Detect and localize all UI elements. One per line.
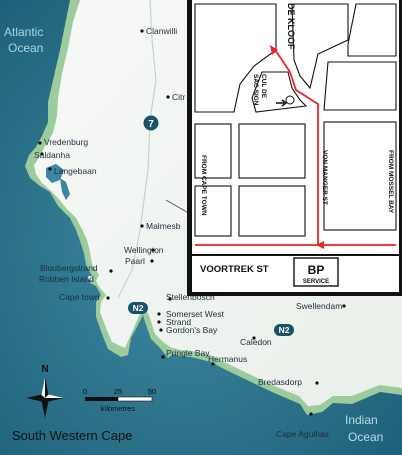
scale-tick-label: 25 — [114, 387, 122, 396]
bp-logo: BP — [308, 263, 325, 277]
town-label: Langebaan — [54, 166, 97, 176]
scale-unit-label: kilometres — [101, 404, 135, 413]
n2-route-shield-west: N2 — [128, 302, 148, 314]
langebaan-lagoon — [60, 178, 70, 200]
town-label: Saldanha — [34, 150, 70, 160]
von-manger-st-label: VON MANGER ST — [321, 150, 328, 205]
town-label: Strand — [166, 317, 191, 327]
indian-ocean-label-1: Indian — [345, 413, 378, 427]
n7-road — [117, 0, 157, 299]
indian-ocean-label-2: Ocean — [348, 430, 383, 444]
from-mossel-bay-label: FROM MOSSEL BAY — [387, 150, 394, 214]
robben-island — [87, 276, 93, 280]
scale-tick-label: 0 — [83, 387, 87, 396]
inset-blocks — [194, 3, 397, 237]
region-title: South Western Cape — [12, 428, 132, 443]
town-label: Bredasdorp — [258, 377, 302, 387]
atlantic-ocean-label-2: Ocean — [8, 41, 43, 55]
town-label: Somerset West — [166, 309, 225, 319]
town-label: Paarl — [125, 256, 145, 266]
town-label: Cape town — [59, 292, 100, 302]
town-label: Robben Island — [39, 274, 94, 284]
n2-shield-label-west: N2 — [133, 303, 144, 313]
town-label: Clanwilli — [146, 26, 177, 36]
compass-north-label: N — [41, 364, 48, 375]
town-label: Cape Agulhas — [276, 429, 329, 439]
town-label: Caledon — [240, 337, 272, 347]
town-dots — [38, 29, 346, 416]
town-label: Malmesb — [146, 221, 181, 231]
compass-rose-icon: N — [26, 364, 64, 418]
cul-de-sac-label-1: CUL DE — [260, 74, 267, 99]
from-cape-town-label: FROM CAPE TOWN — [200, 155, 207, 216]
scale-tick-label: 50 — [148, 387, 156, 396]
scale-bar: 0 25 50 kilometres — [83, 387, 156, 413]
bp-service-station: BP SERVICE — [293, 257, 339, 287]
atlantic-ocean-label-1: Atlantic — [4, 25, 43, 39]
cul-de-sac-circle — [285, 95, 295, 105]
cul-de-sac-label-2: SAC SIGN — [252, 74, 259, 106]
n7-route-shield: 7 — [143, 115, 159, 131]
town-label: Wellington — [124, 245, 164, 255]
inset-map: DE KLOOF CUL DE SAC SIGN FROM CAPE TOWN … — [187, 0, 402, 296]
town-label: Bloubergstrand — [40, 263, 98, 273]
town-label: Pringle Bay — [166, 348, 210, 358]
voortrek-st-label: VOORTREK ST — [200, 264, 269, 275]
n2-route-shield-east: N2 — [274, 324, 294, 336]
town-label: Swellendam — [296, 301, 342, 311]
sign-pointer-icon — [276, 99, 288, 107]
n7-shield-label: 7 — [148, 119, 154, 130]
n2-shield-label-east: N2 — [279, 325, 290, 335]
bp-service-label: SERVICE — [303, 279, 329, 285]
town-label: Vredenburg — [44, 137, 88, 147]
town-label: Gordon's Bay — [166, 325, 218, 335]
route-arrow-icon — [316, 241, 324, 249]
route-arrow-icon — [270, 45, 278, 55]
de-kloof-label: DE KLOOF — [286, 3, 296, 50]
town-label: Citr — [172, 92, 185, 102]
town-label: Hermanus — [208, 354, 247, 364]
town-label: Stellenbosch — [166, 292, 215, 302]
